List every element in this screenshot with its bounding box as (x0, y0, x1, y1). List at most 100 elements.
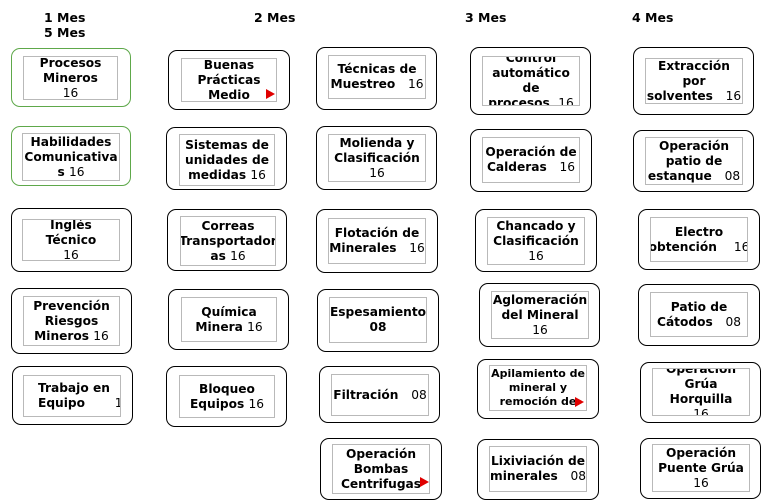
module-title-line: procesos (488, 96, 550, 106)
module-title-line: Puente Grúa (658, 460, 744, 475)
module-title-line: as (210, 248, 226, 263)
module-hours: 16 (409, 241, 425, 255)
module-aglomeracion[interactable]: Aglomeración del Mineral 16 (479, 283, 600, 347)
module-title-line: patio de (665, 153, 723, 168)
module-box: Patio de Cátodos 08 (650, 292, 748, 337)
module-hours: 08 (725, 314, 741, 329)
module-box: Espesamiento 08 (329, 297, 427, 343)
module-box: Técnicas de Muestreo 16 (328, 55, 426, 99)
module-title-line: Riesgos (44, 313, 99, 328)
module-title-line: unidades de (185, 152, 269, 167)
module-title-line: Mineros (34, 328, 90, 343)
module-title-line: Operación (665, 368, 737, 376)
module-hours: 16 (115, 396, 120, 410)
overflow-arrow-icon[interactable] (575, 397, 584, 407)
module-title-line: Sistemas de (185, 137, 269, 152)
module-title-line: Muestreo (330, 77, 396, 91)
module-title-line: Lixiviación de (491, 454, 586, 468)
module-trabajo-equipo[interactable]: Trabajo en Equipo 16 (12, 366, 133, 425)
module-hours: 16 (559, 160, 576, 174)
module-title-line: Molienda y (339, 135, 415, 150)
module-box: Procesos Mineros 16 (23, 56, 118, 100)
module-habilidades-comunicativas[interactable]: Habilidades Comunicativa s 16 (11, 126, 131, 186)
module-title-line: Apilamiento de (491, 367, 585, 380)
module-ingles-tecnico[interactable]: Inglés Técnico 16 (11, 208, 132, 272)
module-hours: 16 (693, 475, 709, 490)
module-title-line: Patio de (670, 299, 728, 314)
module-title-line: medidas (188, 167, 247, 182)
module-title-line: Equipos (189, 396, 245, 411)
module-title-line: Correas (201, 218, 255, 233)
module-box: Buenas Prácticas Medio (181, 58, 277, 102)
module-box: Control automático de procesos 16 (482, 56, 580, 106)
module-procesos-mineros[interactable]: Procesos Mineros 16 (11, 48, 131, 107)
module-box: Apilamiento de mineral y remoción de (489, 365, 587, 411)
module-chancado[interactable]: Chancado y Clasificación 16 (475, 209, 597, 272)
module-title-line: estanque (647, 168, 712, 183)
module-title-line: Bloqueo (199, 381, 255, 396)
module-title-line: Grúa Horquilla (669, 377, 733, 406)
module-bombas[interactable]: Operación Bombas Centrifugas (320, 438, 442, 500)
module-title-line: Centrifugas (340, 476, 422, 491)
module-box: Electro obtención 16 (650, 217, 748, 262)
module-hours: 16 (369, 165, 385, 180)
module-box: Filtración 08 (331, 374, 429, 416)
module-buenas-practicas[interactable]: Buenas Prácticas Medio (168, 50, 290, 110)
module-patio-estanque[interactable]: Operación patio de estanque 08 (633, 130, 754, 192)
module-title-line: Aglomeración (492, 292, 588, 307)
module-flotacion[interactable]: Flotación de Minerales 16 (316, 209, 438, 273)
column-header-2: 2 Mes (254, 10, 295, 25)
module-hours: 16 (68, 164, 85, 179)
module-title-line: Control (505, 56, 557, 65)
module-box: Chancado y Clasificación 16 (487, 217, 585, 265)
module-box: Operación Puente Grúa 16 (652, 444, 750, 492)
module-title-line: Cátodos (657, 314, 713, 329)
module-box: Correas Transportador as 16 (180, 216, 276, 266)
module-box: Operación patio de estanque 08 (645, 137, 743, 185)
column-header-line: 3 Mes (465, 10, 507, 25)
module-title-line: remoción de (499, 395, 577, 408)
module-molienda[interactable]: Molienda y Clasificación 16 (316, 126, 437, 190)
column-header-line: 2 Mes (254, 10, 296, 25)
overflow-arrow-icon[interactable] (266, 89, 275, 99)
column-header-line: 5 Mes (44, 25, 86, 40)
module-quimica[interactable]: Química Minera 16 (168, 289, 289, 350)
module-title-line: Extracción por (658, 58, 730, 88)
overflow-arrow-icon[interactable] (420, 477, 429, 487)
module-correas[interactable]: Correas Transportador as 16 (167, 209, 287, 271)
module-electro[interactable]: Electro obtención 16 (638, 209, 760, 270)
module-title-line: Equipo (38, 396, 86, 410)
module-hours: 16 (247, 319, 263, 334)
module-bloqueo[interactable]: Bloqueo Equipos 16 (166, 366, 287, 427)
module-title-line: Bombas (353, 461, 409, 476)
module-title-line: Prácticas (197, 72, 261, 87)
module-lixiviacion[interactable]: Lixiviación de minerales 08 (477, 439, 599, 500)
module-hours: 16 (248, 396, 265, 411)
module-control-automatico[interactable]: Control automático de procesos 16 (470, 47, 591, 115)
module-calderas[interactable]: Operación de Calderas 16 (470, 129, 592, 192)
module-hours: 16 (528, 248, 544, 263)
module-hours: 16 (693, 407, 709, 416)
module-filtracion[interactable]: Filtración 08 (319, 366, 440, 423)
module-patio-catodos[interactable]: Patio de Cátodos 08 (638, 284, 760, 346)
module-title-line: Comunicativa (24, 149, 118, 164)
module-box: Inglés Técnico 16 (22, 219, 120, 261)
module-apilamiento[interactable]: Apilamiento de mineral y remoción de (477, 359, 599, 419)
module-prevencion-riesgos[interactable]: Prevención Riesgos Mineros 16 (11, 288, 132, 354)
module-box: Trabajo en Equipo 16 (23, 375, 121, 417)
module-title-line: del Mineral (501, 307, 579, 322)
module-extraccion[interactable]: Extracción por solventes 16 (633, 47, 754, 115)
module-title-line: minerales (490, 469, 558, 483)
module-title-line: Flotación de (334, 226, 420, 240)
module-puente-grua[interactable]: Operación Puente Grúa 16 (640, 438, 761, 499)
module-title-line: automático de (492, 66, 570, 95)
module-title-line: Operación de (485, 145, 577, 159)
module-title-line: Operación (665, 445, 737, 460)
module-grua-horquilla[interactable]: Operación Grúa Horquilla 16 (640, 362, 761, 423)
module-hours: 16 (63, 247, 79, 261)
module-espesamiento[interactable]: Espesamiento 08 (317, 289, 439, 352)
module-tecnicas-muestreo[interactable]: Técnicas de Muestreo 16 (316, 47, 437, 110)
module-title-line: Minerales (329, 241, 397, 255)
module-sistemas-unidades[interactable]: Sistemas de unidades de medidas 16 (166, 127, 287, 190)
module-title-line: Mineros (43, 70, 98, 85)
